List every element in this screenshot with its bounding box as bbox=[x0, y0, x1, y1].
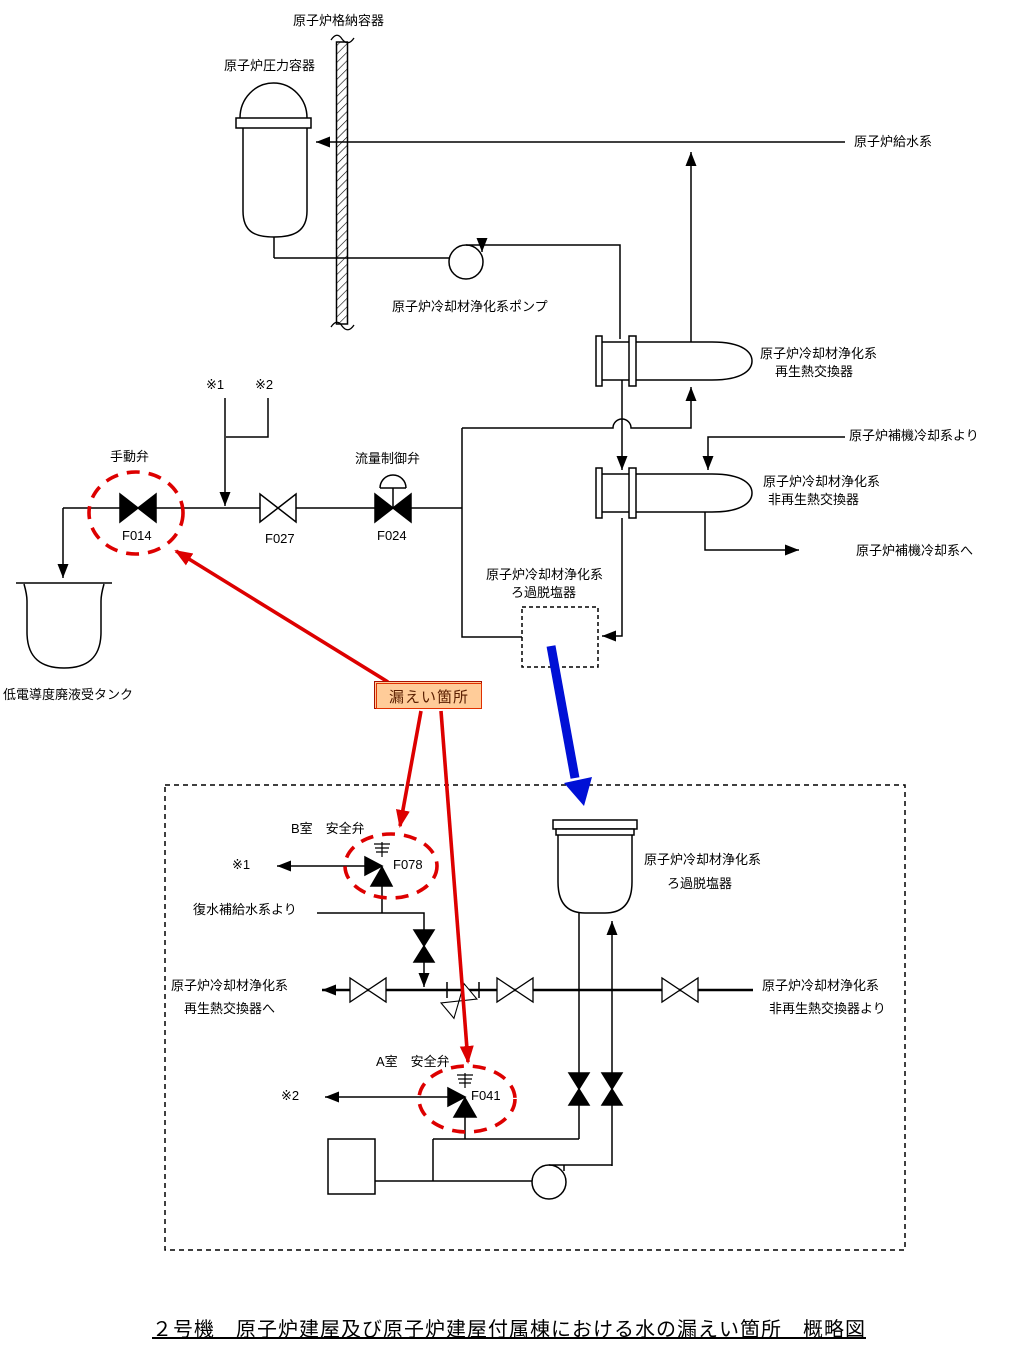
containment-wall bbox=[330, 34, 355, 331]
aux-cooling-out-line bbox=[704, 512, 799, 556]
leak-arrow-to-f041 bbox=[439, 710, 474, 1064]
label-demin-lower-line2: ろ過脱塩器 bbox=[667, 876, 733, 891]
label-regen-hx-line2: 再生熱交換器 bbox=[775, 364, 854, 379]
label-manual-valve: 手動弁 bbox=[110, 449, 150, 464]
label-f041: F041 bbox=[471, 1088, 501, 1103]
label-to-regen-hx-line1: 原子炉冷却材浄化系 bbox=[171, 978, 289, 993]
pump-suction-line bbox=[375, 1138, 579, 1182]
label-a-room-safety-valve: A室 安全弁 bbox=[376, 1054, 450, 1069]
condensate-valve bbox=[412, 929, 436, 963]
label-nonregen-hx-line2: 非再生熱交換器 bbox=[768, 492, 860, 507]
label-note2-lower: ※2 bbox=[281, 1088, 300, 1103]
valve-f014 bbox=[119, 492, 157, 524]
leak-location-text: 漏えい箇所 bbox=[376, 683, 482, 709]
aux-cooling-in-line bbox=[702, 436, 845, 470]
demineralizer-box-dashed bbox=[521, 606, 599, 668]
valve-f024 bbox=[374, 474, 412, 524]
diagram-title: ２号機 原子炉建屋及び原子炉建屋付属棟における水の漏えい箇所 概略図 bbox=[152, 1319, 866, 1341]
non-regen-heat-exchanger bbox=[595, 467, 753, 519]
label-feedwater-system: 原子炉給水系 bbox=[854, 134, 933, 149]
label-nonregen-hx-line1: 原子炉冷却材浄化系 bbox=[763, 474, 881, 489]
lower-valve-left bbox=[567, 1072, 591, 1106]
flow-arrow-blue bbox=[546, 645, 592, 806]
demin-return-line bbox=[461, 428, 522, 638]
building-boundary-dashed bbox=[164, 784, 906, 1251]
label-note2-upper: ※2 bbox=[255, 377, 274, 392]
leak-arrow-to-f014 bbox=[174, 549, 389, 684]
note2-line bbox=[226, 398, 269, 438]
label-cuw-pump: 原子炉冷却材浄化系ポンプ bbox=[392, 299, 548, 314]
label-demin-upper-line2: ろ過脱塩器 bbox=[511, 585, 577, 600]
pipe-break-ticks bbox=[446, 982, 480, 998]
main-line-valve-2 bbox=[496, 976, 534, 1004]
hx-to-demin-line bbox=[602, 518, 623, 642]
demineralizer-vessel bbox=[552, 819, 638, 914]
leak-annotations bbox=[87, 470, 517, 1134]
lower-pump bbox=[531, 1164, 612, 1200]
rpv-drain-line bbox=[273, 237, 450, 259]
label-containment-vessel: 原子炉格納容器 bbox=[293, 13, 385, 28]
label-f024: F024 bbox=[377, 528, 407, 543]
leak-circle-f014 bbox=[87, 470, 185, 556]
label-regen-hx-line1: 原子炉冷却材浄化系 bbox=[760, 346, 878, 361]
reactor-pressure-vessel bbox=[235, 82, 312, 238]
label-from-nonregen-hx-line1: 原子炉冷却材浄化系 bbox=[762, 978, 880, 993]
safety-valve-f041 bbox=[325, 1073, 478, 1139]
piping-network bbox=[16, 34, 906, 1251]
label-note1-upper: ※1 bbox=[206, 377, 225, 392]
safety-valve-f078 bbox=[277, 842, 394, 913]
label-f078: F078 bbox=[393, 857, 423, 872]
waste-tank bbox=[16, 582, 112, 669]
label-demin-lower-line1: 原子炉冷却材浄化系 bbox=[644, 852, 762, 867]
label-to-regen-hx-line2: 再生熱交換器へ bbox=[184, 1001, 276, 1016]
label-flow-control-valve: 流量制御弁 bbox=[355, 451, 421, 466]
cuw-pump bbox=[448, 245, 621, 339]
label-from-nonregen-hx-line2: 非再生熱交換器より bbox=[769, 1001, 886, 1016]
main-line-valve-1 bbox=[349, 976, 387, 1004]
regen-heat-exchanger bbox=[595, 335, 753, 387]
lower-valve-right bbox=[600, 1072, 624, 1106]
regen-hx-bottom-feed bbox=[462, 387, 697, 429]
leak-arrow-to-f078 bbox=[395, 710, 423, 828]
leak-location-box: 漏えい箇所 bbox=[374, 681, 482, 709]
label-aux-cooling-from: 原子炉補機冷却系より bbox=[849, 428, 979, 443]
main-line-valve-3 bbox=[661, 976, 699, 1004]
label-note1-lower: ※1 bbox=[232, 857, 251, 872]
label-f014: F014 bbox=[122, 528, 152, 543]
label-waste-tank: 低電導度廃液受タンク bbox=[3, 687, 134, 702]
label-condensate-makeup: 復水補給水系より bbox=[193, 902, 297, 917]
label-f027: F027 bbox=[265, 531, 295, 546]
leak-circle-f041 bbox=[417, 1064, 517, 1134]
label-pressure-vessel: 原子炉圧力容器 bbox=[224, 58, 316, 73]
label-b-room-safety-valve: B室 安全弁 bbox=[291, 821, 365, 836]
condensate-line bbox=[317, 912, 430, 987]
leak-circle-f078 bbox=[343, 832, 439, 900]
valve-f027 bbox=[259, 492, 297, 524]
equipment-box bbox=[327, 1138, 376, 1195]
label-demin-upper-line1: 原子炉冷却材浄化系 bbox=[486, 567, 604, 582]
label-aux-cooling-to: 原子炉補機冷却系へ bbox=[856, 543, 974, 558]
